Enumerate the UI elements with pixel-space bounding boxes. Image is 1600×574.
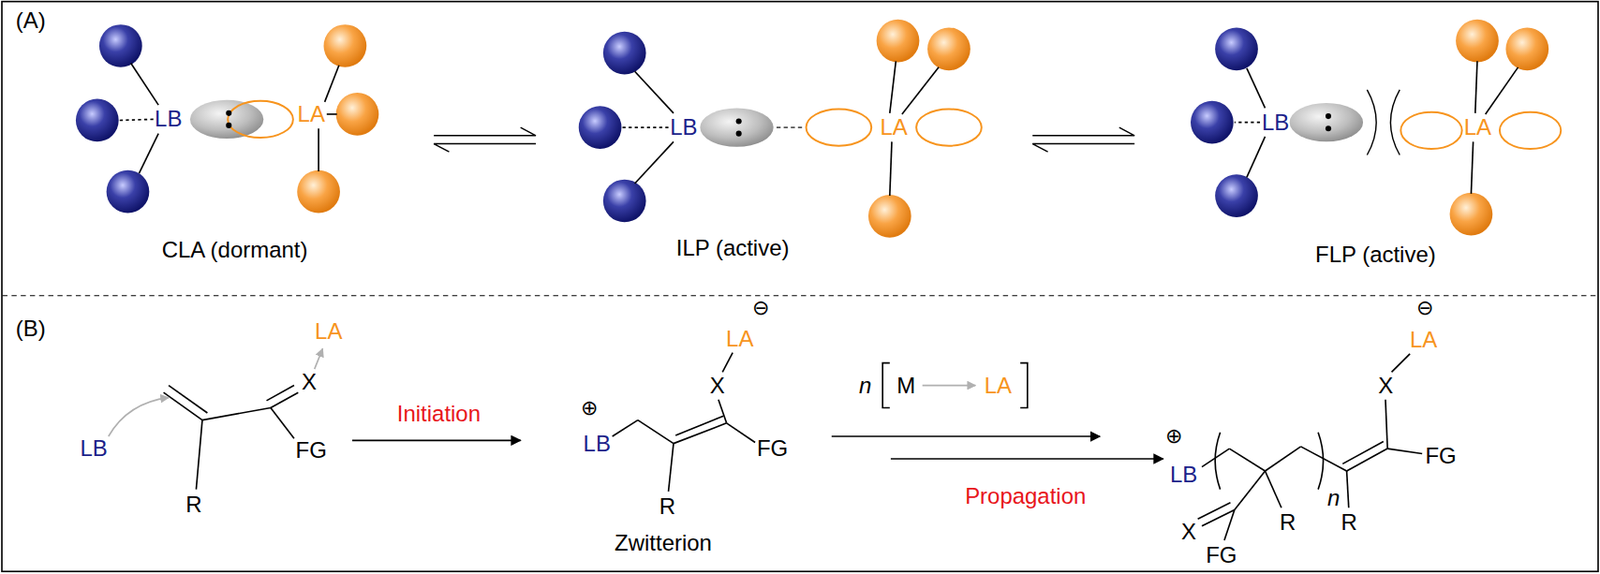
atom-label: X <box>301 370 317 394</box>
species-caption: CLA (dormant) <box>162 238 309 262</box>
lewis-acid: LA <box>984 374 1012 398</box>
species-caption: ILP (active) <box>676 237 790 260</box>
step-label: Propagation <box>964 485 1086 508</box>
lewis-base: LB <box>80 437 108 460</box>
group-label: R <box>659 495 676 519</box>
charge-sign: ⊖ <box>1416 297 1434 319</box>
lewis-acid: LA <box>880 116 908 139</box>
lewis-acid: LA <box>1409 328 1438 352</box>
substituent-sphere <box>1455 19 1499 63</box>
panel-letter: (A) <box>15 9 46 32</box>
substituent-sphere <box>296 170 341 214</box>
lewis-acid: LA <box>725 327 754 351</box>
substituent-sphere <box>336 92 380 136</box>
group-label: FG <box>1424 444 1456 468</box>
group-label: R <box>1279 511 1296 534</box>
group-label: R <box>1340 511 1357 534</box>
group-label: FG <box>1205 544 1237 567</box>
repeat-count: n <box>1327 487 1340 510</box>
substituent-sphere <box>868 194 912 238</box>
repeat-count: n <box>859 374 872 398</box>
atom-label: X <box>1377 374 1393 398</box>
lewis-base: LB <box>1261 111 1289 134</box>
lewis-base: LB <box>154 107 182 131</box>
substituent-sphere <box>578 105 623 149</box>
substituent-sphere <box>324 24 368 68</box>
lewis-base: LB <box>1170 463 1198 487</box>
substituent-sphere <box>1214 27 1259 71</box>
substituent-sphere <box>876 19 920 63</box>
charge-sign: ⊕ <box>580 398 598 419</box>
lewis-acid: LA <box>314 320 342 343</box>
monomer-label: M <box>896 374 916 398</box>
lewis-base: LB <box>669 116 697 139</box>
charge-sign: ⊕ <box>1165 426 1183 447</box>
group-label: FG <box>296 439 327 462</box>
substituent-sphere <box>106 170 150 214</box>
atom-label: X <box>710 374 726 398</box>
substituent-sphere <box>1214 174 1259 218</box>
species-caption: Zwitterion <box>614 532 712 555</box>
substituent-sphere <box>603 31 647 75</box>
substituent-sphere <box>99 24 143 68</box>
group-label: FG <box>756 437 788 460</box>
species-caption: FLP (active) <box>1315 243 1437 267</box>
lewis-acid: LA <box>1464 116 1492 139</box>
charge-sign: ⊖ <box>752 297 770 319</box>
lewis-base: LB <box>583 432 611 456</box>
lewis-acid: LA <box>297 103 326 126</box>
step-label: Initiation <box>397 402 481 426</box>
atom-label: X <box>1181 520 1197 544</box>
substituent-sphere <box>1450 192 1494 237</box>
group-label: R <box>185 493 202 517</box>
substituent-sphere <box>1190 101 1234 145</box>
panel-letter: (B) <box>15 317 46 341</box>
substituent-sphere <box>75 99 119 143</box>
substituent-sphere <box>603 179 647 223</box>
substituent-sphere <box>1505 27 1549 71</box>
substituent-sphere <box>927 27 971 71</box>
